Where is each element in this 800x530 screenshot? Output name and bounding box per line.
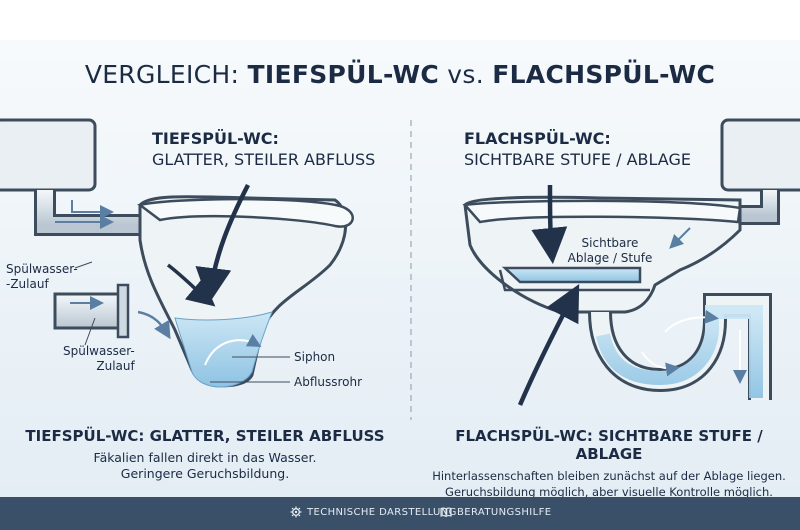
deep-flush-toilet-illustration bbox=[0, 118, 354, 388]
right-heading-title: FLACHSPÜL-WC: bbox=[464, 129, 611, 148]
left-heading-title: TIEFSPÜL-WC: bbox=[152, 129, 279, 148]
washout-toilet-illustration bbox=[462, 118, 800, 406]
left-caption-line1: Fäkalien fallen direkt in das Wasser. bbox=[93, 450, 317, 465]
right-caption-title: FLACHSPÜL-WC: SICHTBARE STUFE / ABLAGE bbox=[455, 427, 763, 463]
left-cistern bbox=[0, 118, 97, 192]
right-heading-subtitle: SICHTBARE STUFE / ABLAGE bbox=[464, 150, 691, 169]
left-caption-line2: Geringere Geruchsbildung. bbox=[120, 466, 290, 481]
right-caption-line2: Geruchsbildung möglich, aber visuelle Ko… bbox=[445, 485, 773, 499]
left-heading-subtitle: GLATTER, STEILER ABFLUSS bbox=[152, 150, 376, 169]
label-drain: Abflussrohr bbox=[294, 375, 363, 389]
right-heading: FLACHSPÜL-WC: SICHTBARE STUFE / ABLAGE bbox=[464, 128, 691, 170]
gear-icon bbox=[290, 506, 302, 518]
right-flow-arrow-bottom bbox=[517, 284, 580, 406]
left-heading: TIEFSPÜL-WC: GLATTER, STEILER ABFLUSS bbox=[152, 128, 375, 170]
footer-technical-label: TECHNISCHE DARSTELLUNG bbox=[307, 506, 457, 518]
right-caption: FLACHSPÜL-WC: SICHTBARE STUFE / ABLAGE H… bbox=[420, 427, 798, 500]
footer-item-advice: BERATUNGSHILFE bbox=[440, 506, 552, 518]
page-title: VERGLEICH: TIEFSPÜL-WC vs. FLACHSPÜL-WC bbox=[84, 60, 716, 89]
right-bowl bbox=[463, 195, 742, 314]
label-siphon: Siphon bbox=[294, 350, 336, 364]
label-inlet-top: Spülwasser--Zulauf bbox=[6, 262, 78, 291]
footer-item-technical: TECHNISCHE DARSTELLUNG bbox=[290, 506, 457, 518]
right-flow-arrow-top bbox=[531, 184, 568, 264]
label-inlet-bottom: Spülwasser-Zulauf bbox=[63, 344, 135, 373]
book-icon bbox=[440, 507, 452, 518]
right-cistern bbox=[720, 118, 800, 192]
footer-advice-label: BERATUNGSHILFE bbox=[457, 506, 552, 518]
left-water bbox=[174, 311, 273, 388]
left-inlet-pipe bbox=[53, 292, 127, 330]
footer-bar: TECHNISCHE DARSTELLUNG BERATUNGSHILFE bbox=[0, 497, 800, 530]
right-shelf bbox=[501, 266, 642, 284]
left-caption: TIEFSPÜL-WC: GLATTER, STEILER ABFLUSS Fä… bbox=[10, 427, 400, 482]
left-caption-title: TIEFSPÜL-WC: GLATTER, STEILER ABFLUSS bbox=[25, 427, 385, 445]
right-caption-line1: Hinterlassenschaften bleiben zunächst au… bbox=[432, 469, 786, 483]
